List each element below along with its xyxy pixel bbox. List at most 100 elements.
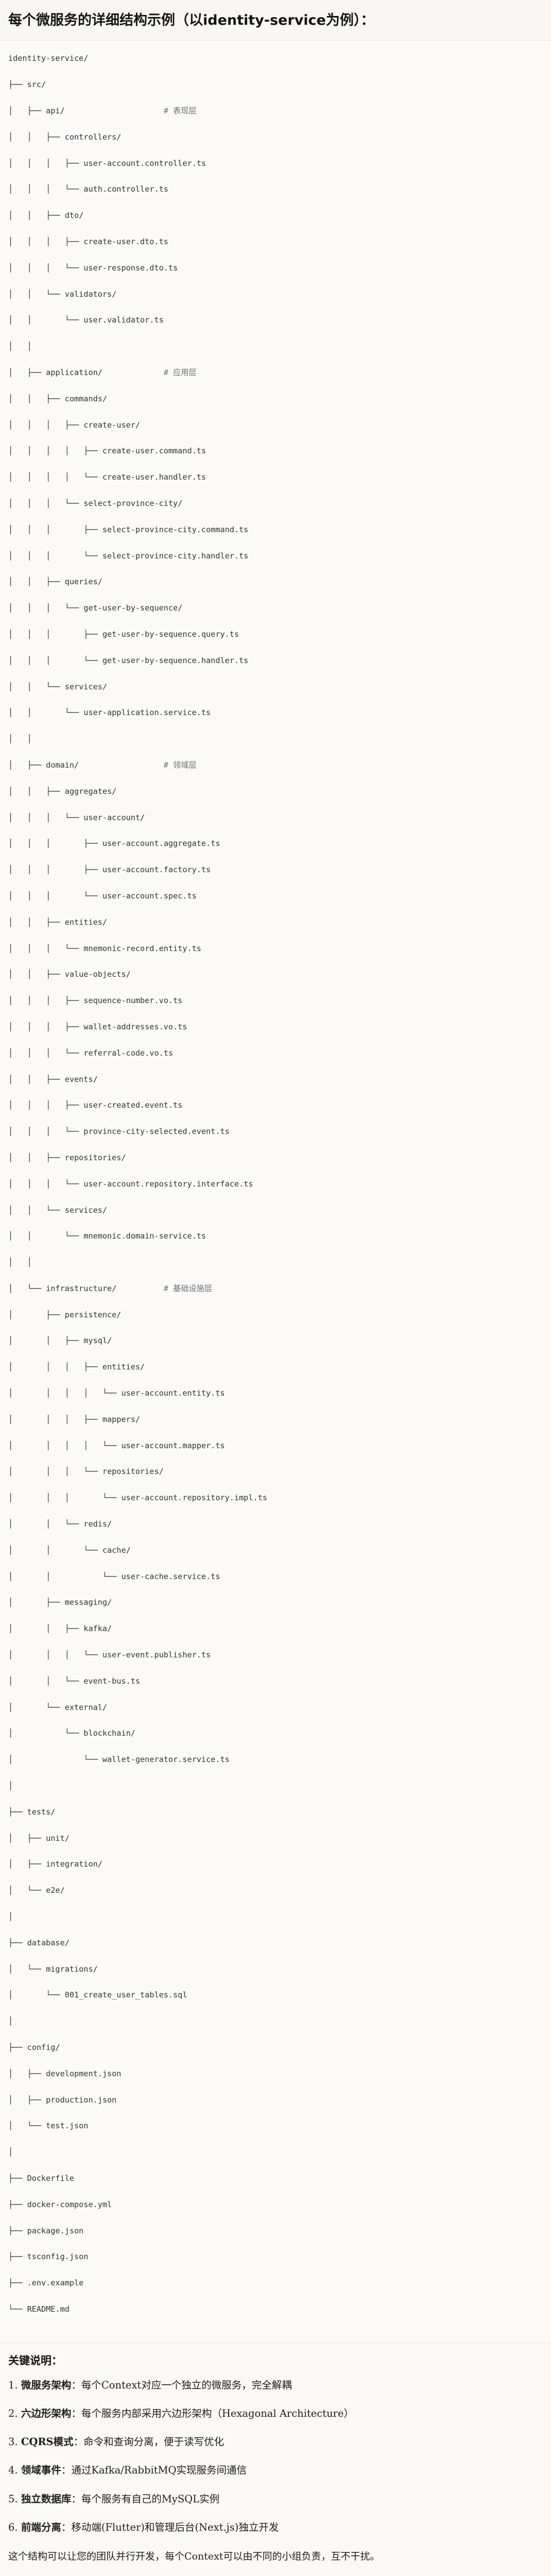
- tree-line: │ │ └── event-bus.ts: [8, 1676, 141, 1686]
- tree-line: │ │ └── validators/: [8, 289, 117, 299]
- tree-line: │ │: [8, 342, 32, 351]
- tree-line: │ │ ├── mysql/: [8, 1336, 112, 1346]
- tree-line: │ │ │ └── user-account.repository.interf…: [8, 1179, 253, 1189]
- tree-line: │ │ └── cache/: [8, 1545, 131, 1555]
- key-note-term: CQRS模式: [21, 2436, 74, 2448]
- tree-line: │: [8, 2147, 13, 2157]
- tree-line: │ ├── development.json: [8, 2069, 122, 2078]
- tree-line: │ │ │ ├── user-account.factory.ts: [8, 865, 211, 875]
- directory-tree: identity-service/ ├── src/ │ ├── api/ # …: [8, 52, 543, 2329]
- tree-line: │ │ │ └── select-province-city.handler.t…: [8, 551, 249, 561]
- tree-line: │ │ │ └── user-account/: [8, 812, 145, 822]
- tree-line: └── README.md: [8, 2304, 70, 2314]
- tree-line: │ ├── application/ # 应用层: [8, 368, 197, 377]
- tree-line-comment: # 应用层: [163, 368, 197, 377]
- tree-line: │ │ │ └── auth.controller.ts: [8, 184, 168, 194]
- tree-line: ├── database/: [8, 1938, 70, 1947]
- key-notes-heading: 关键说明：: [8, 2354, 62, 2367]
- tree-line: │ │ │ ├── create-user.dto.ts: [8, 237, 168, 247]
- tree-line: │ │ │ ├── sequence-number.vo.ts: [8, 996, 183, 1006]
- key-note-number: 5.: [8, 2493, 21, 2505]
- tree-line: │: [8, 1912, 13, 1922]
- tree-line: │ ├── domain/ # 领域层: [8, 760, 197, 770]
- tree-line: ├── docker-compose.yml: [8, 2199, 112, 2209]
- tree-line: │ │ └── mnemonic.domain-service.ts: [8, 1231, 206, 1241]
- tree-line: │ │ └── services/: [8, 682, 108, 691]
- key-note-description: 命令和查询分离，便于读写优化: [83, 2436, 225, 2448]
- tree-line: │ │ └── services/: [8, 1205, 108, 1215]
- key-note-description: 每个服务有自己的MySQL实例: [81, 2493, 220, 2505]
- key-note-item: 2. 六边形架构：每个服务内部采用六边形架构（Hexagonal Archite…: [8, 2405, 543, 2421]
- tree-line: │ │ │ ├── entities/: [8, 1362, 145, 1372]
- tree-line: │ └── external/: [8, 1702, 108, 1712]
- key-note-separator: ：: [61, 2521, 72, 2533]
- tree-line: │ │ │ └── referral-code.vo.ts: [8, 1048, 174, 1058]
- tree-line: │ │ ├── queries/: [8, 577, 102, 587]
- tree-line: │ │ │ └── user-response.dto.ts: [8, 263, 178, 273]
- key-note-separator: ：: [71, 2407, 81, 2419]
- tree-line: │ │ ├── repositories/: [8, 1153, 126, 1162]
- key-note-separator: ：: [61, 2464, 72, 2477]
- tree-line: ├── Dockerfile: [8, 2173, 75, 2183]
- tree-line: │ │ │ │ └── user-account.mapper.ts: [8, 1440, 225, 1450]
- tree-line: │ │ │ └── get-user-by-sequence.handler.t…: [8, 655, 249, 665]
- tree-line: │: [8, 1781, 13, 1791]
- key-note-term: 领域事件: [21, 2464, 61, 2477]
- tree-line: │ │ │ ├── select-province-city.command.t…: [8, 524, 249, 534]
- tree-line: │ │ │ ├── create-user/: [8, 420, 141, 430]
- key-note-separator: ：: [71, 2493, 81, 2505]
- tree-line: ├── .env.example: [8, 2278, 84, 2288]
- tree-line: │ │ │ ├── wallet-addresses.vo.ts: [8, 1022, 187, 1031]
- tree-line: ├── tsconfig.json: [8, 2252, 89, 2262]
- tree-line: │ │ │ ├── mappers/: [8, 1414, 141, 1424]
- tree-line: │ │ │ └── get-user-by-sequence/: [8, 603, 183, 613]
- tree-line: │ ├── messaging/: [8, 1598, 112, 1607]
- tree-line: │ │ │ ├── user-created.event.ts: [8, 1100, 183, 1110]
- tree-line: │ └── test.json: [8, 2121, 89, 2131]
- key-note-term: 微服务架构: [21, 2379, 72, 2391]
- tree-line: │ │ │ │ └── user-account.entity.ts: [8, 1388, 225, 1398]
- tree-line: │ ├── persistence/: [8, 1310, 122, 1319]
- key-note-number: 6.: [8, 2521, 21, 2533]
- page-title: 每个微服务的详细结构示例（以identity-service为例）：: [8, 12, 375, 28]
- tree-line: │ │ └── user-cache.service.ts: [8, 1571, 220, 1581]
- key-note-item: 3. CQRS模式：命令和查询分离，便于读写优化: [8, 2434, 543, 2450]
- tree-line: ├── src/: [8, 80, 46, 90]
- tree-line-comment: # 表现层: [163, 106, 197, 116]
- tree-line: identity-service/: [8, 54, 89, 63]
- key-note-description: 每个Context对应一个独立的微服务，完全解耦: [81, 2379, 292, 2391]
- key-note-item: 4. 领域事件：通过Kafka/RabbitMQ实现服务间通信: [8, 2462, 543, 2478]
- key-note-item: 6. 前端分离：移动端(Flutter)和管理后台(Next.js)独立开发: [8, 2519, 543, 2535]
- key-note-item: 1. 微服务架构：每个Context对应一个独立的微服务，完全解耦: [8, 2377, 543, 2393]
- tree-line: │ │ │ └── user-account.repository.impl.t…: [8, 1493, 267, 1503]
- tree-line: │ │ ├── entities/: [8, 917, 108, 927]
- tree-line: │ │ ├── aggregates/: [8, 786, 117, 796]
- tree-line: │ │ │ └── repositories/: [8, 1467, 164, 1477]
- key-note-number: 1.: [8, 2379, 21, 2391]
- closing-paragraph: 这个结构可以让您的团队并行开发，每个Context可以由不同的小组负责，互不干扰…: [8, 2550, 380, 2562]
- tree-line: │ │ ├── events/: [8, 1074, 98, 1084]
- tree-line: │ │ │ │ ├── create-user.command.ts: [8, 446, 206, 456]
- tree-line: │ │ │ └── mnemonic-record.entity.ts: [8, 943, 201, 953]
- tree-line: │ │ │ └── province-city-selected.event.t…: [8, 1127, 230, 1137]
- key-note-separator: ：: [73, 2436, 84, 2448]
- title-bar: 每个微服务的详细结构示例（以identity-service为例）：: [0, 0, 551, 41]
- tree-line: ├── config/: [8, 2043, 60, 2052]
- tree-line: │: [8, 2016, 13, 2026]
- key-note-item: 5. 独立数据库：每个服务有自己的MySQL实例: [8, 2491, 543, 2507]
- tree-line: │ ├── integration/: [8, 1859, 102, 1869]
- key-note-description: 通过Kafka/RabbitMQ实现服务间通信: [71, 2464, 247, 2477]
- directory-tree-block: identity-service/ ├── src/ │ ├── api/ # …: [0, 41, 551, 2343]
- tree-line: │ │ │ └── user-event.publisher.ts: [8, 1650, 211, 1660]
- tree-line: │ │ │ └── user-account.spec.ts: [8, 891, 197, 901]
- key-note-number: 2.: [8, 2407, 21, 2419]
- tree-line: │ │ │ ├── get-user-by-sequence.query.ts: [8, 629, 239, 639]
- tree-line: │ └── wallet-generator.service.ts: [8, 1755, 230, 1765]
- tree-line: │ │ │ └── select-province-city/: [8, 498, 183, 508]
- tree-line: │ ├── api/ # 表现层: [8, 106, 197, 116]
- tree-line-comment: # 领域层: [163, 760, 197, 770]
- tree-line: │ └── 001_create_user_tables.sql: [8, 1990, 187, 2000]
- tree-line: ├── tests/: [8, 1807, 56, 1817]
